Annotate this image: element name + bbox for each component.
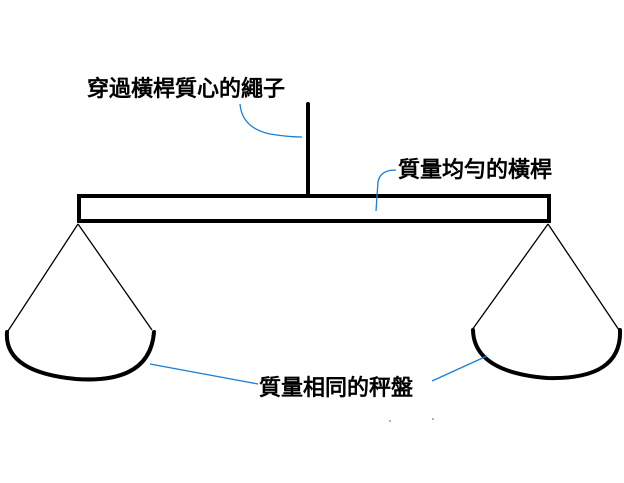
- right-pan-string-left: [471, 223, 549, 331]
- rope-label: 穿過橫桿質心的繩子: [87, 76, 285, 102]
- left-pan-string-right: [77, 223, 153, 331]
- beam: [77, 194, 551, 223]
- left-pan: [4, 330, 156, 382]
- right-pan-string-right: [547, 223, 620, 331]
- right-pan: [471, 328, 623, 381]
- pans-label: 質量相同的秤盤: [259, 375, 414, 401]
- speck: [389, 420, 391, 422]
- left-pan-leader-line: [149, 363, 259, 385]
- speck: [432, 418, 434, 420]
- beam-leader-line: [375, 169, 397, 212]
- rope-leader-line: [239, 103, 303, 138]
- right-pan-leader-line: [431, 355, 488, 382]
- beam-label: 質量均勻的橫桿: [398, 157, 552, 183]
- left-pan-string-left: [5, 223, 79, 335]
